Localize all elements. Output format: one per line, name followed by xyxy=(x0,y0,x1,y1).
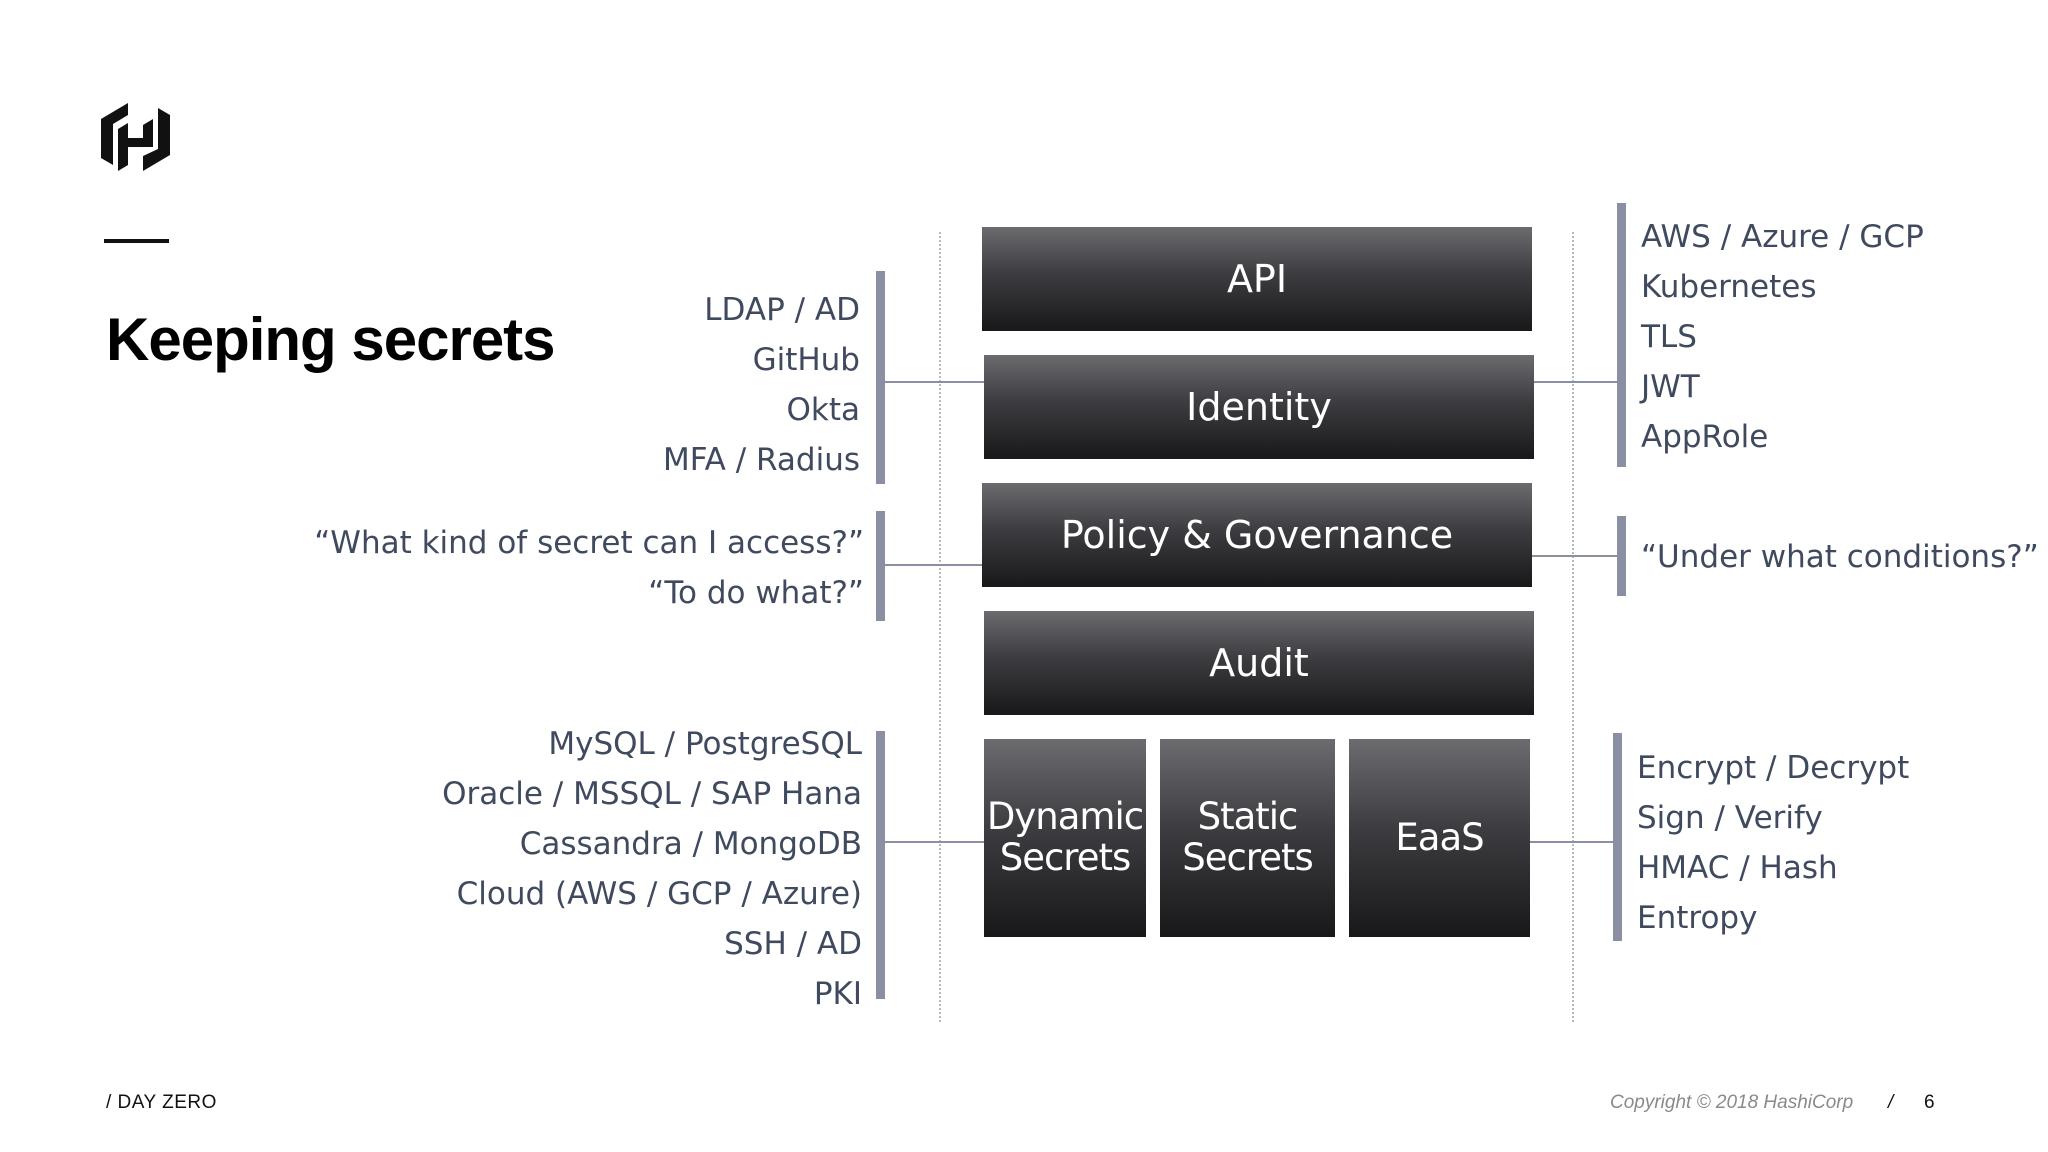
list-item: LDAP / AD xyxy=(704,292,860,328)
auth-right-connector xyxy=(1534,381,1617,383)
list-item: HMAC / Hash xyxy=(1637,850,1838,886)
list-item: GitHub xyxy=(752,342,860,378)
list-item: Okta xyxy=(786,392,860,428)
list-item: “Under what conditions?” xyxy=(1641,539,2039,575)
auth-methods-right-bar xyxy=(1617,203,1626,467)
secret-backends-left-list: MySQL / PostgreSQL Oracle / MSSQL / SAP … xyxy=(442,719,862,1019)
list-item: Oracle / MSSQL / SAP Hana xyxy=(442,776,862,812)
list-item: SSH / AD xyxy=(724,926,862,962)
secret-backends-left-bar xyxy=(876,731,885,999)
api-block-label: API xyxy=(1226,257,1288,301)
static-secrets-line1: Static xyxy=(1197,795,1299,839)
list-item: “To do what?” xyxy=(648,575,864,611)
list-item: PKI xyxy=(813,976,862,1012)
list-item: Cloud (AWS / GCP / Azure) xyxy=(456,876,862,912)
eaas-features-right-bar xyxy=(1613,733,1622,941)
title-rule xyxy=(104,239,169,243)
eaas-block-label: EaaS xyxy=(1395,815,1484,859)
auth-methods-left-bar xyxy=(876,271,885,484)
static-secrets-line2: Secrets xyxy=(1182,836,1314,879)
dynamic-secrets-block: Dynamic Secrets xyxy=(984,739,1146,937)
policy-right-connector xyxy=(1532,555,1617,557)
secret-backends-connector xyxy=(885,841,984,843)
audit-block-label: Audit xyxy=(1209,641,1309,685)
list-item: AppRole xyxy=(1641,419,1769,455)
footer-separator: / xyxy=(1888,1092,1894,1113)
right-dotted-guide xyxy=(1572,232,1574,1022)
page-title: Keeping secrets xyxy=(106,306,556,373)
audit-block: Audit xyxy=(984,611,1534,715)
footer-copyright: Copyright © 2018 HashiCorp xyxy=(1610,1092,1854,1113)
list-item: MFA / Radius xyxy=(662,442,860,478)
policy-question-right: “Under what conditions?” xyxy=(1641,532,2039,582)
policy-left-bar xyxy=(876,511,885,621)
auth-left-connector xyxy=(885,381,984,383)
footer-event-label: / DAY ZERO xyxy=(106,1092,217,1113)
list-item: “What kind of secret can I access?” xyxy=(314,525,864,561)
static-secrets-block: Static Secrets xyxy=(1160,739,1335,937)
list-item: Cassandra / MongoDB xyxy=(519,826,862,862)
eaas-right-connector xyxy=(1530,841,1613,843)
auth-methods-left-list: LDAP / AD GitHub Okta MFA / Radius xyxy=(663,285,860,485)
policy-right-bar xyxy=(1617,516,1626,596)
api-block: API xyxy=(982,227,1532,331)
list-item: Entropy xyxy=(1637,900,1758,936)
list-item: Encrypt / Decrypt xyxy=(1637,750,1910,786)
list-item: Sign / Verify xyxy=(1637,800,1823,836)
page-number: 6 xyxy=(1924,1092,1935,1113)
policy-governance-block: Policy & Governance xyxy=(982,483,1532,587)
dynamic-secrets-line1: Dynamic xyxy=(986,795,1144,839)
list-item: AWS / Azure / GCP xyxy=(1641,219,1924,255)
policy-governance-block-label: Policy & Governance xyxy=(1060,513,1454,557)
list-item: MySQL / PostgreSQL xyxy=(548,726,862,762)
list-item: JWT xyxy=(1641,369,1700,405)
eaas-block: EaaS xyxy=(1349,739,1530,937)
list-item: TLS xyxy=(1641,319,1697,355)
auth-methods-right-list: AWS / Azure / GCP Kubernetes TLS JWT App… xyxy=(1641,212,1924,462)
identity-block-label: Identity xyxy=(1186,385,1332,429)
hashicorp-logo-icon xyxy=(101,103,170,171)
policy-left-connector xyxy=(885,564,982,566)
eaas-features-right-list: Encrypt / Decrypt Sign / Verify HMAC / H… xyxy=(1637,743,1909,943)
policy-questions-left-list: “What kind of secret can I access?” “To … xyxy=(314,518,864,618)
list-item: Kubernetes xyxy=(1641,269,1817,305)
identity-block: Identity xyxy=(984,355,1534,459)
left-dotted-guide xyxy=(939,232,941,1022)
dynamic-secrets-line2: Secrets xyxy=(999,836,1132,879)
